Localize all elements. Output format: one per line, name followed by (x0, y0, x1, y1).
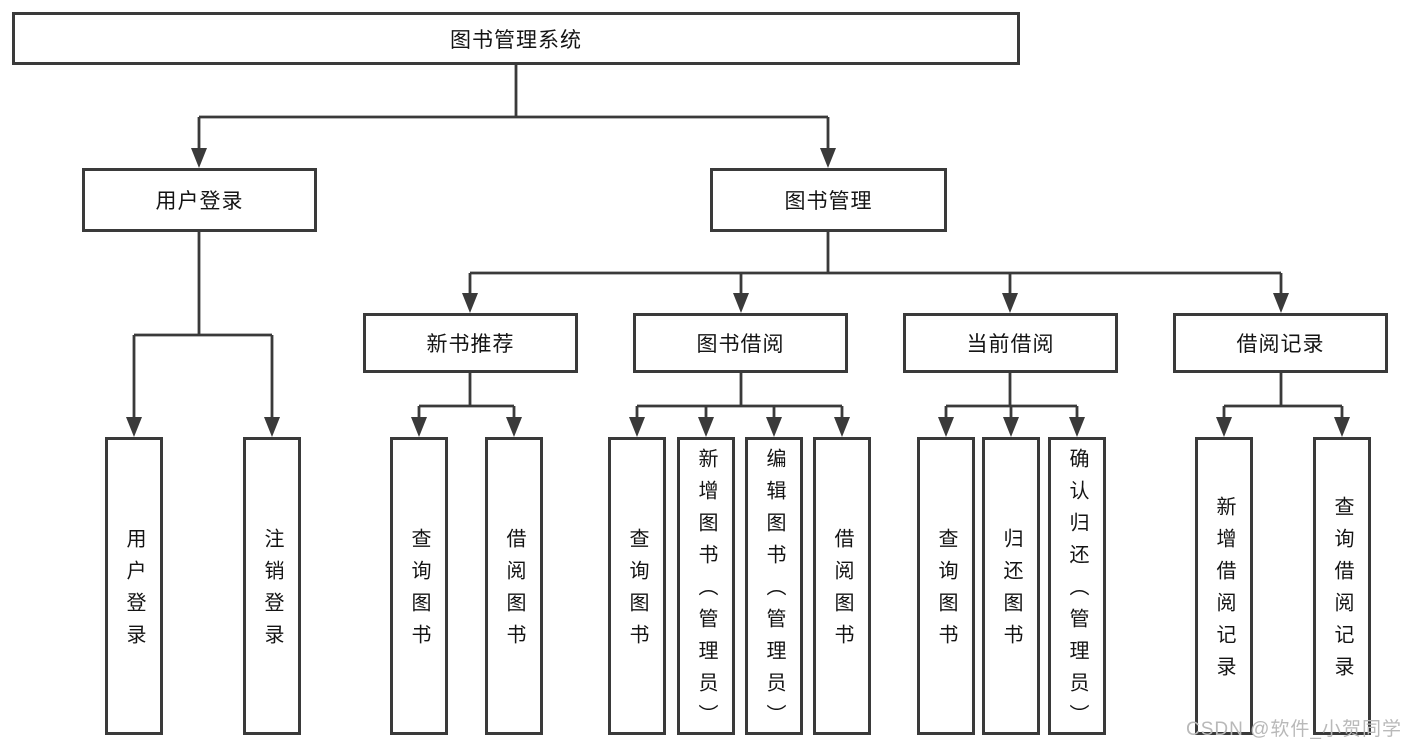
leaf-confirm-return-admin: 确认归还（管理员） (1048, 437, 1106, 736)
csdn-watermark: CSDN @软件_小贺同学 (1186, 719, 1402, 740)
leaf-user-login: 用户登录 (105, 437, 163, 735)
leaf-current-query-books: 查询图书 (917, 437, 975, 735)
leaf-add-books-admin-label: 新增图书（管理员） (695, 448, 717, 736)
leaf-confirm-return-admin-label: 确认归还（管理员） (1066, 448, 1088, 736)
node-current-borrow: 当前借阅 (903, 313, 1118, 373)
leaf-edit-books-admin-label: 编辑图书（管理员） (763, 448, 785, 736)
leaf-add-books-admin: 新增图书（管理员） (677, 437, 735, 736)
leaf-borrow-query-books: 查询图书 (608, 437, 666, 735)
leaf-recommend-borrow-books-label: 借阅图书 (503, 528, 525, 656)
leaf-borrow-books-label: 借阅图书 (831, 528, 853, 656)
leaf-add-borrow-record: 新增借阅记录 (1195, 437, 1253, 735)
node-system-root: 图书管理系统 (12, 12, 1020, 65)
leaf-user-login-label: 用户登录 (123, 528, 145, 656)
leaf-return-books-label: 归还图书 (1000, 528, 1022, 656)
leaf-logout: 注销登录 (243, 437, 301, 735)
leaf-logout-label: 注销登录 (261, 528, 283, 656)
node-user-login: 用户登录 (82, 168, 317, 232)
leaf-query-borrow-record-label: 查询借阅记录 (1331, 496, 1353, 688)
leaf-return-books: 归还图书 (982, 437, 1040, 735)
leaf-recommend-borrow-books: 借阅图书 (485, 437, 543, 735)
node-book-borrow: 图书借阅 (633, 313, 848, 373)
leaf-current-query-books-label: 查询图书 (935, 528, 957, 656)
leaf-borrow-query-books-label: 查询图书 (626, 528, 648, 656)
leaf-recommend-query-books: 查询图书 (390, 437, 448, 735)
node-new-book-recommend: 新书推荐 (363, 313, 578, 373)
node-borrow-records: 借阅记录 (1173, 313, 1388, 373)
node-book-management: 图书管理 (710, 168, 947, 232)
leaf-edit-books-admin: 编辑图书（管理员） (745, 437, 803, 736)
leaf-recommend-query-books-label: 查询图书 (408, 528, 430, 656)
leaf-borrow-books: 借阅图书 (813, 437, 871, 735)
leaf-query-borrow-record: 查询借阅记录 (1313, 437, 1371, 735)
leaf-add-borrow-record-label: 新增借阅记录 (1213, 496, 1235, 688)
